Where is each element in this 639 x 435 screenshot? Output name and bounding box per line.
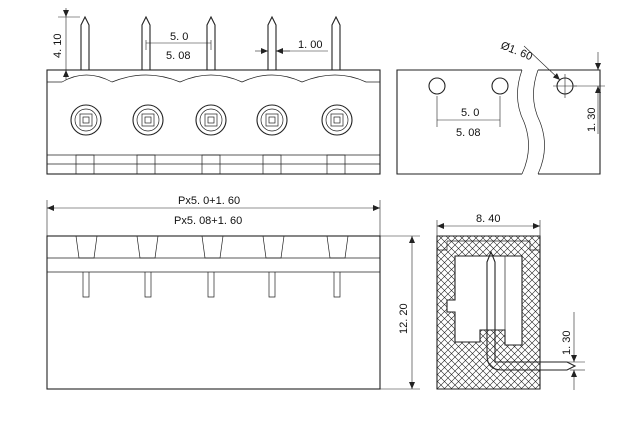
cross-section-view: 8. 40 1. 30 xyxy=(436,213,585,390)
dim-length: Px5. 0+1. 60 Px5. 08+1. 60 xyxy=(46,195,381,236)
side-pins xyxy=(82,272,341,298)
side-slots xyxy=(75,235,349,259)
dim-hole-diameter: Ø1. 60 xyxy=(499,40,561,81)
dim-pin-offset: 1. 30 xyxy=(540,312,585,390)
screw-head xyxy=(321,104,353,136)
pcb-hole xyxy=(491,77,509,95)
length-50-label: Px5. 0+1. 60 xyxy=(178,195,240,207)
screw-head xyxy=(132,104,164,136)
length-508-label: Px5. 08+1. 60 xyxy=(174,215,242,227)
hole-diameter-label: Ø1. 60 xyxy=(499,40,534,63)
pitch-508-label: 5. 08 xyxy=(166,50,190,62)
dim-hole-offset: 1. 30 xyxy=(574,52,605,134)
pin-offset-label: 1. 30 xyxy=(561,331,573,355)
pitch-50-label: 5. 0 xyxy=(170,31,188,43)
section-housing xyxy=(436,235,541,390)
dim-body-height: 12. 20 xyxy=(380,235,420,390)
front-pins xyxy=(80,15,341,70)
hole-pitch-50-label: 5. 0 xyxy=(461,107,479,119)
screw-head xyxy=(256,104,288,136)
front-view: 4. 10 5. 0 5. 08 1. 00 xyxy=(46,8,381,175)
break-line-left xyxy=(517,69,529,175)
dim-pin-height: 4. 10 xyxy=(52,8,80,80)
hole-pitch-508-label: 5. 08 xyxy=(456,127,480,139)
screw-head xyxy=(195,104,227,136)
hole-detail-view: Ø1. 60 5. 0 5. 08 1. 30 xyxy=(396,40,605,175)
side-body xyxy=(46,235,381,390)
pin-width-label: 1. 00 xyxy=(298,39,322,51)
dim-body-depth: 8. 40 xyxy=(436,213,541,236)
screw-heads xyxy=(70,104,353,136)
section-pin xyxy=(486,250,577,371)
front-feet xyxy=(75,154,346,175)
pcb-hole xyxy=(428,77,446,95)
front-scallops xyxy=(47,74,380,83)
dim-pitch: 5. 0 5. 08 xyxy=(145,31,212,62)
pin-height-label: 4. 10 xyxy=(52,34,64,58)
screw-head xyxy=(70,104,102,136)
body-height-label: 12. 20 xyxy=(398,303,410,334)
dim-pin-width: 1. 00 xyxy=(255,39,328,54)
break-line-right xyxy=(533,69,545,175)
hole-offset-label: 1. 30 xyxy=(586,108,598,132)
body-depth-label: 8. 40 xyxy=(476,213,500,225)
dim-hole-pitch: 5. 0 5. 08 xyxy=(436,96,501,139)
side-view: Px5. 0+1. 60 Px5. 08+1. 60 12. 20 xyxy=(46,195,420,390)
